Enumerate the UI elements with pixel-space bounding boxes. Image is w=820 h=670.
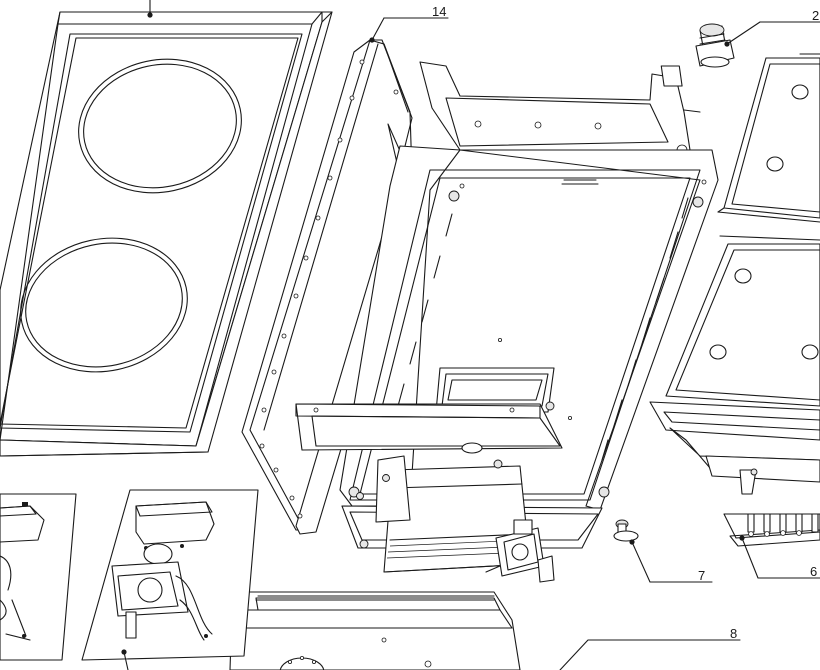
callout-8: 8 <box>730 626 737 641</box>
callout-2: 2 <box>812 8 819 23</box>
cooking-zone-rear <box>78 58 242 194</box>
plate-bracket <box>649 401 820 495</box>
fan-motor-assembly <box>485 519 555 583</box>
induction-coil-plate-upper <box>717 53 820 223</box>
callout-14: 14 <box>432 4 446 19</box>
adjustable-foot <box>613 519 639 545</box>
cooking-zone-front <box>20 237 188 373</box>
callout-6: 6 <box>810 564 817 579</box>
induction-coil-plate-lower <box>665 235 820 407</box>
vent-slots-right <box>601 197 689 461</box>
terminal-block <box>723 513 820 547</box>
generator-module-left <box>0 493 77 661</box>
main-chassis <box>295 61 719 583</box>
hob-glass-top <box>0 11 333 457</box>
generator-module-right <box>81 489 259 661</box>
cable-gland <box>695 23 735 68</box>
base-tray <box>229 591 521 670</box>
callout-7: 7 <box>698 568 705 583</box>
